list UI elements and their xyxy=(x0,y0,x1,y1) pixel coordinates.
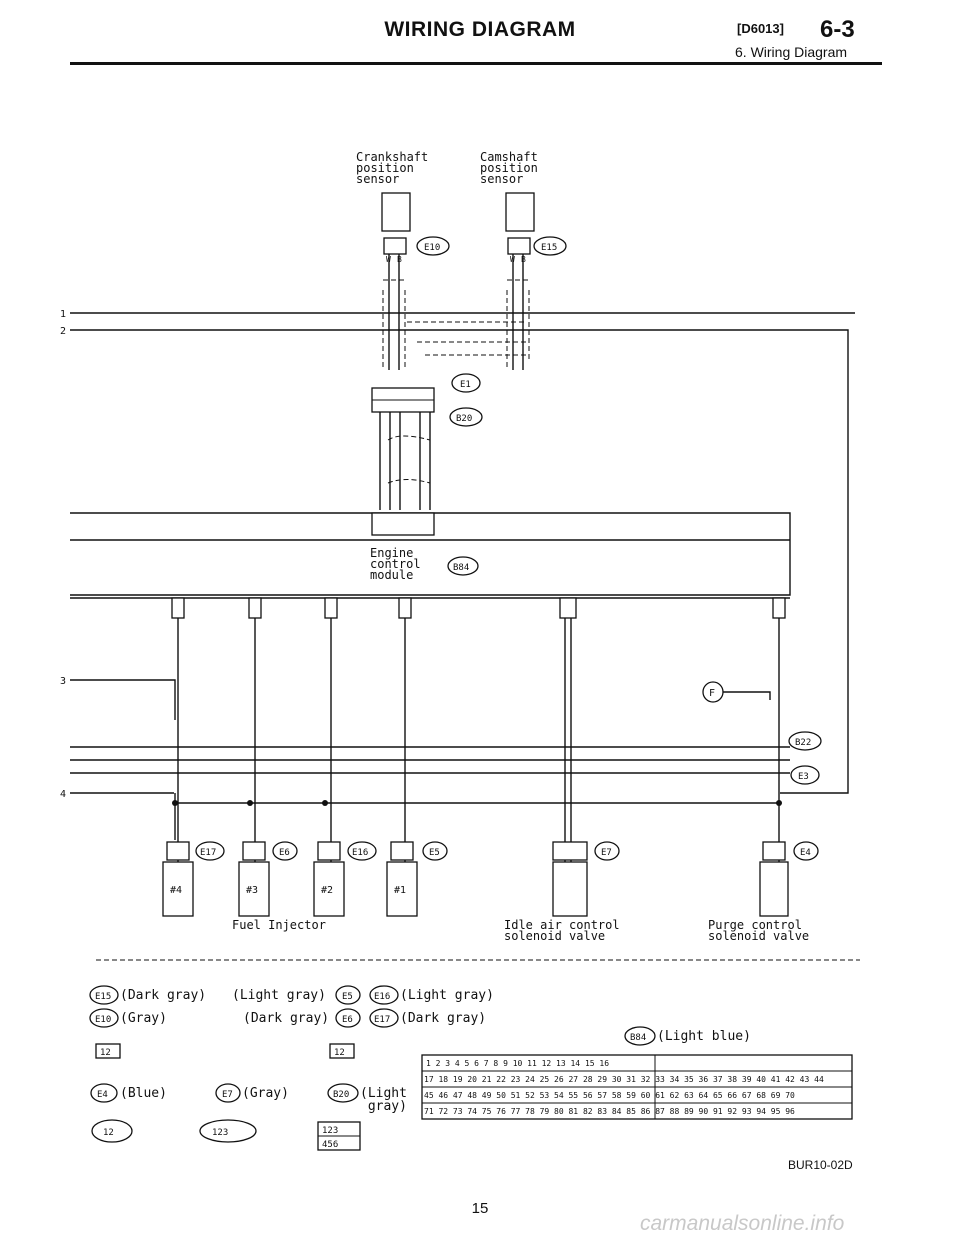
legend-e7: E7 xyxy=(222,1090,233,1100)
e16-tag xyxy=(347,841,377,861)
crank-sensor-label: Crankshaft position sensor xyxy=(356,150,429,186)
b20-tag xyxy=(449,407,483,427)
e15-label: E15 xyxy=(541,243,557,253)
face-e4-pins: 12 xyxy=(103,1128,114,1138)
crank-sensor-body xyxy=(381,192,411,232)
face-b20-row2: 456 xyxy=(322,1140,338,1150)
legend-e4-desc: (Blue) xyxy=(120,1086,167,1101)
e5-label: E5 xyxy=(429,848,440,858)
bus-1: 1 xyxy=(60,309,66,320)
cam-sensor-body xyxy=(505,192,535,232)
injector-4-body xyxy=(162,861,194,917)
e16-label: E16 xyxy=(352,848,368,858)
b84-tag xyxy=(447,556,479,576)
legend-b84: B84 xyxy=(630,1033,646,1043)
legend-e5-pre: (Light gray) xyxy=(232,988,326,1003)
e17-tag xyxy=(195,841,225,861)
watermark: carmanualsonline.info xyxy=(640,1212,845,1235)
legend-e17: E17 xyxy=(374,1015,390,1025)
face-e15-pins: 12 xyxy=(100,1048,111,1058)
b22-label: B22 xyxy=(795,738,811,748)
injector-2-body xyxy=(313,861,345,917)
f-label: F xyxy=(709,688,715,699)
legend-e15: E15 xyxy=(95,992,111,1002)
legend-e10: E10 xyxy=(95,1015,111,1025)
legend-e6-pre: (Dark gray) xyxy=(243,1011,330,1026)
legend-e16: E16 xyxy=(374,992,390,1002)
iac-valve-body xyxy=(552,861,588,917)
face-b20-row1: 123 xyxy=(322,1126,338,1136)
injector-1-label: #1 xyxy=(394,885,406,896)
injector-4-label: #4 xyxy=(170,885,182,896)
page-number: 15 xyxy=(471,1200,489,1217)
e5-tag xyxy=(422,841,448,861)
e7-label: E7 xyxy=(601,848,612,858)
b22-tag xyxy=(788,731,822,751)
iac-label: Idle air control solenoid valve xyxy=(504,918,620,943)
injector-3-body xyxy=(238,861,270,917)
e10-label: E10 xyxy=(424,243,440,253)
legend-e7-desc: (Gray) xyxy=(242,1086,289,1101)
page-title: WIRING DIAGRAM xyxy=(384,18,576,41)
b84-row2: 17 18 19 20 21 22 23 24 25 26 27 28 29 3… xyxy=(424,1075,824,1084)
e6-label: E6 xyxy=(279,848,290,858)
legend-b20-desc: (Light gray) xyxy=(360,1086,407,1114)
fuel-injector-label: Fuel Injector xyxy=(232,918,326,932)
header-rule xyxy=(70,62,882,65)
e4-label: E4 xyxy=(800,848,811,858)
section-subtitle: 6. Wiring Diagram xyxy=(735,44,848,60)
legend-e4: E4 xyxy=(97,1090,108,1100)
injector-2-label: #2 xyxy=(321,885,333,896)
e3-label: E3 xyxy=(798,772,809,782)
legend-e15-desc: (Dark gray) xyxy=(120,988,207,1003)
cam-sensor-label: Camshaft position sensor xyxy=(480,150,538,186)
e6-tag xyxy=(272,841,298,861)
e15-tag xyxy=(533,236,567,256)
bus-2: 2 xyxy=(60,326,66,337)
injector-3-label: #3 xyxy=(246,885,258,896)
doc-code: [D6013] xyxy=(737,21,784,36)
reference-code: BUR10-02D xyxy=(788,1158,853,1172)
legend-e16-desc: (Light gray) xyxy=(400,988,494,1003)
ecm-label: Engine control module xyxy=(370,546,421,582)
legend-b84-desc: (Light blue) xyxy=(657,1029,751,1044)
e1-label: E1 xyxy=(460,380,471,390)
e1-tag xyxy=(451,373,481,393)
legend-e5: E5 xyxy=(342,992,353,1002)
legend-b20: B20 xyxy=(333,1090,349,1100)
e3-tag xyxy=(790,765,820,785)
section-number: 6-3 xyxy=(820,16,855,43)
b84-row3: 45 46 47 48 49 50 51 52 53 54 55 56 57 5… xyxy=(424,1091,795,1100)
crank-connector xyxy=(383,237,407,255)
legend-e17-desc: (Dark gray) xyxy=(400,1011,487,1026)
bus-3: 3 xyxy=(60,676,66,687)
purge-label: Purge control solenoid valve xyxy=(708,918,810,943)
e4-tag xyxy=(793,841,819,861)
cam-connector xyxy=(507,237,531,255)
purge-valve-body xyxy=(759,861,789,917)
legend-e10-desc: (Gray) xyxy=(120,1011,167,1026)
injector-1-body xyxy=(386,861,418,917)
bus-4: 4 xyxy=(60,789,66,800)
b84-row1: 1 2 3 4 5 6 7 8 9 10 11 12 13 14 15 16 xyxy=(426,1059,609,1068)
ecm-in-connector xyxy=(371,512,435,536)
face-e5-pins: 12 xyxy=(334,1048,345,1058)
b84-row4: 71 72 73 74 75 76 77 78 79 80 81 82 83 8… xyxy=(424,1107,795,1116)
legend-e6: E6 xyxy=(342,1015,353,1025)
b84-label: B84 xyxy=(453,563,469,573)
face-e7-pins: 123 xyxy=(212,1128,228,1138)
e17-label: E17 xyxy=(200,848,216,858)
b20-label: B20 xyxy=(456,414,472,424)
e7-tag xyxy=(594,841,620,861)
e10-tag xyxy=(416,236,450,256)
